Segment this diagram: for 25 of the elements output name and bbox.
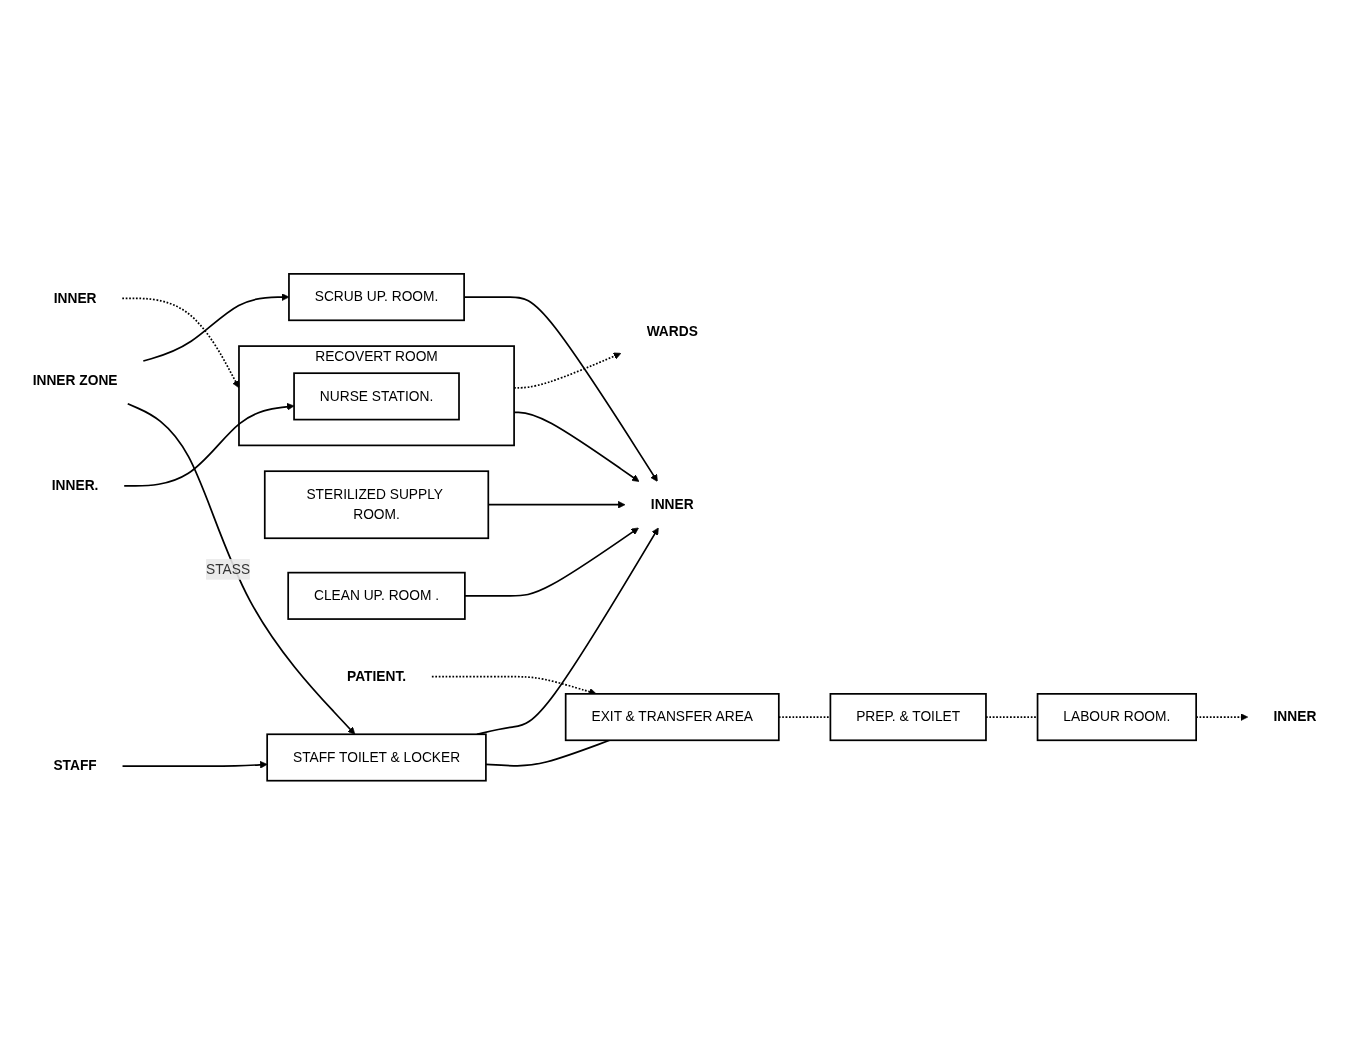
node-box: STERILIZED SUPPLY ROOM.	[263, 470, 490, 540]
node-box: SCRUB UP. ROOM.	[288, 273, 465, 322]
arrow	[431, 676, 597, 696]
arrow	[464, 528, 639, 598]
node-text: WARDS	[646, 324, 698, 339]
node-text: PATIENT.	[346, 669, 407, 684]
node-text: INNER ZONE	[32, 373, 118, 388]
arrow	[126, 403, 356, 735]
node-box: PREP. & TOILET	[829, 693, 987, 742]
node-box: NURSE STATION.	[293, 372, 460, 421]
arrow	[513, 352, 622, 390]
node-text: INNER	[650, 497, 694, 512]
arrow	[123, 403, 295, 488]
edge-label: STASS	[206, 562, 251, 577]
arrow	[513, 411, 640, 483]
node-text: INNER	[1273, 709, 1317, 725]
node-box: EXIT & TRANSFER AREA	[564, 693, 780, 742]
node-text: INNER.	[51, 478, 99, 494]
node-box: LABOUR ROOM.	[1036, 693, 1197, 742]
node-box: STAFF TOILET & LOCKER	[266, 733, 487, 782]
node-text: INNER	[53, 291, 97, 306]
arrow	[121, 761, 268, 769]
node-box: CLEAN UP. ROOM .	[287, 572, 466, 621]
node-text: STAFF	[53, 758, 97, 774]
arrow	[121, 297, 240, 389]
